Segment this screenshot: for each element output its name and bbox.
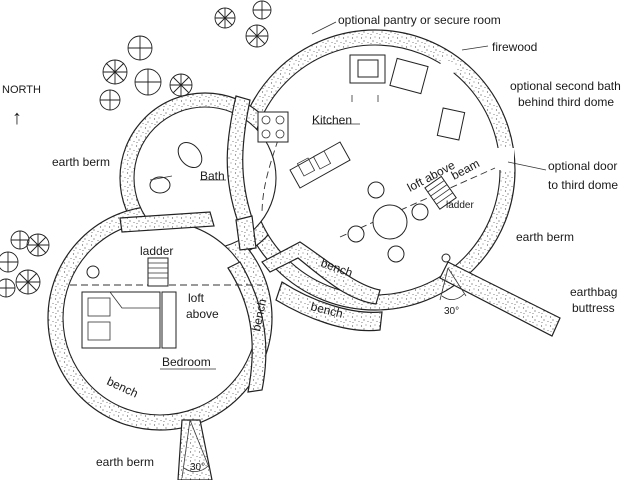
tree-icon [169, 73, 193, 97]
tree-icon [26, 233, 50, 257]
ladder-kitchen-label: ladder [446, 200, 474, 211]
kitchen-stove-icon [389, 57, 429, 95]
bedroom-label: Bedroom [162, 355, 211, 369]
chair-icon [411, 203, 429, 221]
bench-wall-south [275, 281, 383, 332]
kitchen-label: Kitchen [312, 113, 352, 127]
bath-fixtures [149, 141, 203, 194]
nightstand [161, 291, 177, 349]
bedroom-furniture [81, 257, 177, 349]
entry-wall [261, 241, 381, 305]
firewood-stove-icon [436, 107, 466, 141]
tree-icon [10, 230, 30, 250]
cooktop-icon [257, 111, 289, 143]
earth-berm-left-label: earth berm [52, 155, 110, 169]
north-label: NORTH [2, 84, 41, 96]
tree-icon [252, 0, 272, 20]
loft-bedroom-label-1: loft [188, 291, 205, 305]
tree-icon [127, 35, 153, 61]
pantry-label: optional pantry or secure room [338, 13, 501, 27]
trees-top [99, 0, 272, 111]
chair-icon [347, 225, 365, 243]
bath-bedroom-partition [119, 211, 215, 233]
angle-right-label: 30° [444, 306, 459, 317]
kitchen-furniture [257, 54, 466, 263]
trees-left [0, 230, 50, 298]
chair-icon [367, 181, 385, 199]
bath-label: Bath [200, 169, 225, 183]
kitchen-loft-beam-line [339, 167, 496, 238]
bedroom-ladder-icon [147, 257, 169, 287]
firewood-label: firewood [492, 40, 537, 54]
tree-icon [134, 68, 162, 96]
tree-icon [102, 59, 128, 85]
second-bath-label-1: optional second bath [510, 79, 621, 93]
kitchen-sink-icon [357, 59, 379, 78]
dining-table [372, 204, 408, 240]
earthbag-buttress [439, 261, 561, 337]
earth-berm-right-label: earth berm [516, 230, 574, 244]
tree-icon [0, 278, 16, 298]
tree-icon [99, 89, 121, 111]
optional-door-label-2: to third dome [548, 178, 618, 192]
north-arrow-icon: ↑ [12, 107, 22, 129]
round-stool [86, 265, 100, 279]
loft-bedroom-label-2: above [186, 307, 219, 321]
buttress-label-2: buttress [572, 301, 615, 315]
toilet-icon [177, 141, 203, 169]
sink-icon [149, 176, 171, 194]
dome-walls [47, 29, 561, 480]
optional-door-label-1: optional door [548, 159, 617, 173]
second-bath-label-2: behind third dome [518, 95, 614, 109]
tree-icon [15, 269, 41, 295]
tree-icon [245, 24, 269, 48]
angle-bottom-label: 30° [190, 462, 205, 473]
chair-icon [387, 245, 405, 263]
bed-icon [81, 291, 161, 349]
tree-icon [0, 251, 19, 273]
bedroom-east-wall [227, 261, 267, 393]
earth-berm-bottom-label: earth berm [96, 455, 154, 469]
tree-icon [214, 7, 236, 29]
kitchen-ladder-icon [424, 175, 457, 210]
ladder-bedroom-label: ladder [140, 244, 173, 258]
buttress-bottom [177, 419, 213, 480]
bench-label-2: bench [249, 298, 269, 333]
buttress-label-1: earthbag [570, 285, 617, 299]
